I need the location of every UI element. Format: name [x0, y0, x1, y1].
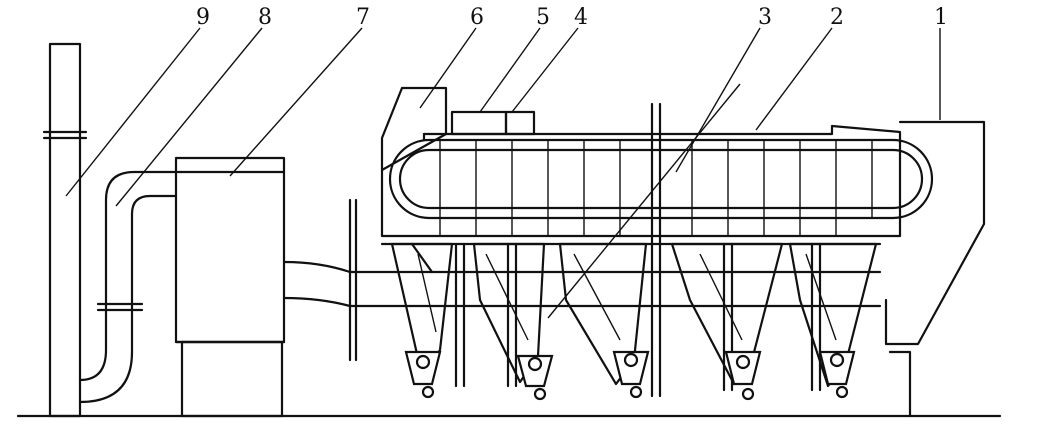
callout-5: 5	[536, 5, 550, 30]
dust-valve	[818, 350, 856, 399]
callout-labels: 9 8 7 6 5 4 3 2 1	[196, 5, 948, 30]
chimney	[42, 42, 88, 418]
dust-valve	[724, 350, 762, 401]
callout-4: 4	[574, 5, 588, 30]
igniter-hood	[450, 110, 536, 136]
feed-hopper	[380, 86, 448, 172]
discharge-end	[884, 120, 986, 418]
windboxes	[390, 242, 878, 392]
callout-7: 7	[356, 5, 370, 30]
support-column	[650, 102, 662, 398]
callout-8: 8	[258, 5, 272, 30]
dust-valve	[516, 354, 554, 401]
callout-1: 1	[934, 5, 948, 30]
dust-valve	[404, 350, 442, 399]
flue-duct	[78, 170, 178, 404]
callout-3: 3	[758, 5, 772, 30]
strand-frame	[380, 124, 902, 238]
main-gas-duct	[282, 198, 882, 362]
exhaust-fan-house	[174, 156, 286, 418]
dust-valves	[404, 350, 856, 401]
callout-9: 9	[196, 5, 210, 30]
callout-2: 2	[830, 5, 844, 30]
leader-lines	[65, 27, 941, 319]
callout-6: 6	[470, 5, 484, 30]
dust-valve	[612, 350, 650, 399]
